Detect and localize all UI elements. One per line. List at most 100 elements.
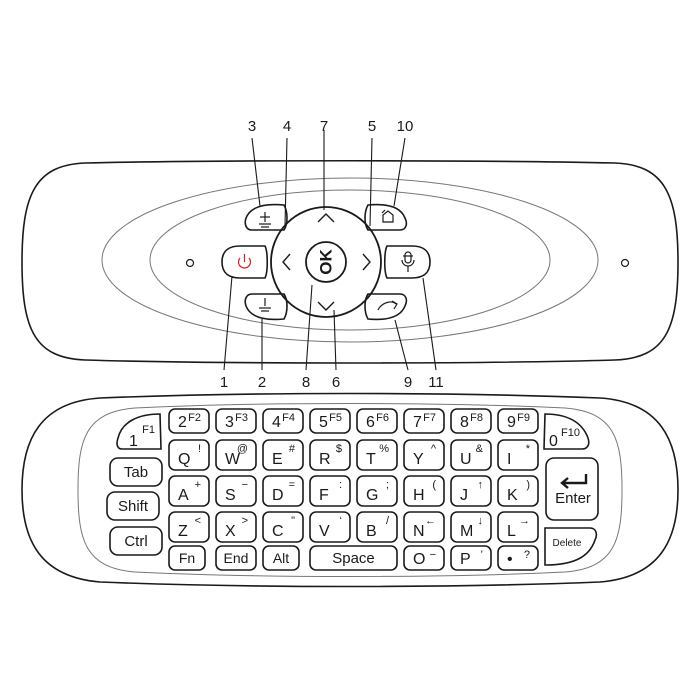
key-6-cap[interactable] bbox=[356, 408, 398, 434]
key-e[interactable]: E# bbox=[262, 439, 304, 471]
key-v[interactable]: V‘ bbox=[309, 511, 351, 543]
key-period-cap[interactable] bbox=[497, 545, 539, 571]
key-r[interactable]: R$ bbox=[309, 439, 351, 471]
key-x-cap[interactable] bbox=[215, 511, 257, 543]
key-y-cap[interactable] bbox=[403, 439, 445, 471]
key-p-cap[interactable] bbox=[450, 545, 492, 571]
key-8-cap[interactable] bbox=[450, 408, 492, 434]
key-alt[interactable]: Alt bbox=[262, 545, 300, 571]
ok-button[interactable] bbox=[305, 241, 347, 283]
key-a-cap[interactable] bbox=[168, 475, 210, 507]
key-m[interactable]: M↓ bbox=[450, 511, 492, 543]
arrow-down-icon[interactable] bbox=[317, 301, 335, 311]
key-x[interactable]: X> bbox=[215, 511, 257, 543]
key-space-cap[interactable] bbox=[309, 545, 398, 571]
key-9-cap[interactable] bbox=[497, 408, 539, 434]
key-s[interactable]: S− bbox=[215, 475, 257, 507]
key-u[interactable]: U& bbox=[450, 439, 492, 471]
key-n-cap[interactable] bbox=[403, 511, 445, 543]
key-f[interactable]: F: bbox=[309, 475, 351, 507]
arrow-right-icon[interactable] bbox=[362, 253, 371, 271]
key-delete[interactable]: Delete bbox=[544, 527, 598, 566]
key-b-cap[interactable] bbox=[356, 511, 398, 543]
key-j[interactable]: J↑ bbox=[450, 475, 492, 507]
key-enter[interactable]: Enter bbox=[545, 457, 599, 521]
key-fn[interactable]: Fn bbox=[168, 545, 206, 571]
key-d-cap[interactable] bbox=[262, 475, 304, 507]
key-t[interactable]: T% bbox=[356, 439, 398, 471]
key-p[interactable]: P’ bbox=[450, 545, 492, 571]
key-j-cap[interactable] bbox=[450, 475, 492, 507]
key-end[interactable]: End bbox=[215, 545, 257, 571]
back-button[interactable] bbox=[364, 293, 408, 321]
key-s-cap[interactable] bbox=[215, 475, 257, 507]
key-delete-cap[interactable] bbox=[544, 527, 598, 566]
key-fn-cap[interactable] bbox=[168, 545, 206, 571]
key-w[interactable]: W@ bbox=[215, 439, 257, 471]
key-ctrl-cap[interactable] bbox=[109, 526, 163, 556]
key-3-cap[interactable] bbox=[215, 408, 257, 434]
key-o-cap[interactable] bbox=[403, 545, 445, 571]
key-z[interactable]: Z< bbox=[168, 511, 210, 543]
power-button[interactable] bbox=[221, 245, 269, 279]
key-e-cap[interactable] bbox=[262, 439, 304, 471]
key-u-cap[interactable] bbox=[450, 439, 492, 471]
key-k[interactable]: K) bbox=[497, 475, 539, 507]
key-h-cap[interactable] bbox=[403, 475, 445, 507]
key-enter-cap[interactable] bbox=[545, 457, 599, 521]
key-q[interactable]: Q! bbox=[168, 439, 210, 471]
volume-down-button[interactable] bbox=[244, 293, 288, 321]
key-l-cap[interactable] bbox=[497, 511, 539, 543]
key-m-cap[interactable] bbox=[450, 511, 492, 543]
key-c[interactable]: C" bbox=[262, 511, 304, 543]
key-alt-cap[interactable] bbox=[262, 545, 300, 571]
key-w-cap[interactable] bbox=[215, 439, 257, 471]
key-1-cap[interactable] bbox=[116, 413, 162, 450]
volume-up-button[interactable] bbox=[244, 203, 288, 231]
key-i-cap[interactable] bbox=[497, 439, 539, 471]
key-4-cap[interactable] bbox=[262, 408, 304, 434]
key-tab[interactable]: Tab bbox=[109, 457, 163, 487]
key-y[interactable]: Y^ bbox=[403, 439, 445, 471]
key-i[interactable]: I* bbox=[497, 439, 539, 471]
key-t-cap[interactable] bbox=[356, 439, 398, 471]
key-tab-cap[interactable] bbox=[109, 457, 163, 487]
key-q-cap[interactable] bbox=[168, 439, 210, 471]
key-r-cap[interactable] bbox=[309, 439, 351, 471]
key-ctrl[interactable]: Ctrl bbox=[109, 526, 163, 556]
dpad-ring[interactable] bbox=[270, 206, 382, 318]
key-2-cap[interactable] bbox=[168, 408, 210, 434]
key-g-cap[interactable] bbox=[356, 475, 398, 507]
key-b[interactable]: B/ bbox=[356, 511, 398, 543]
key-f-cap[interactable] bbox=[309, 475, 351, 507]
key-g[interactable]: G; bbox=[356, 475, 398, 507]
key-5-cap[interactable] bbox=[309, 408, 351, 434]
home-button[interactable] bbox=[364, 203, 408, 231]
key-k-cap[interactable] bbox=[497, 475, 539, 507]
key-v-cap[interactable] bbox=[309, 511, 351, 543]
arrow-left-icon[interactable] bbox=[282, 253, 291, 271]
key-0-cap[interactable] bbox=[543, 413, 590, 450]
key-a[interactable]: A+ bbox=[168, 475, 210, 507]
key-end-cap[interactable] bbox=[215, 545, 257, 571]
key-l[interactable]: L→ bbox=[497, 511, 539, 543]
key-space[interactable]: Space bbox=[309, 545, 398, 571]
mic-button[interactable] bbox=[383, 245, 431, 279]
key-7-cap[interactable] bbox=[403, 408, 445, 434]
arrow-up-icon[interactable] bbox=[317, 213, 335, 223]
key-shift[interactable]: Shift bbox=[106, 491, 160, 521]
key-c-cap[interactable] bbox=[262, 511, 304, 543]
key-period[interactable]: •? bbox=[497, 545, 539, 571]
key-d[interactable]: D= bbox=[262, 475, 304, 507]
key-shift-cap[interactable] bbox=[106, 491, 160, 521]
key-h[interactable]: H( bbox=[403, 475, 445, 507]
